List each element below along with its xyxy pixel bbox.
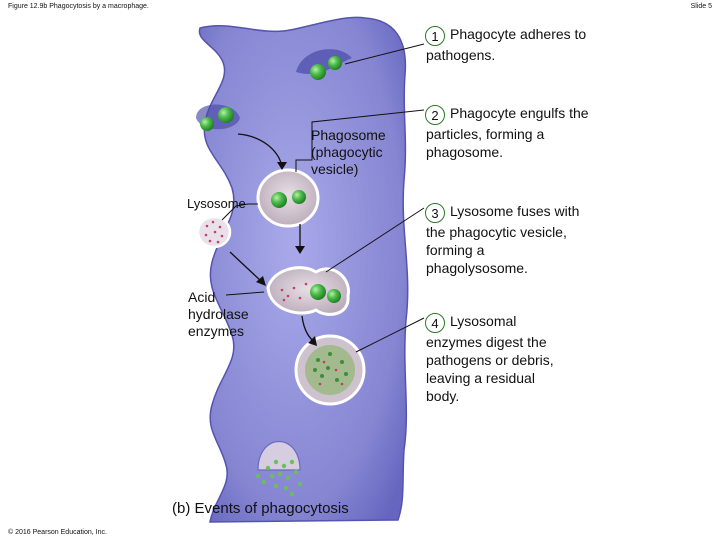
exocytosis-pocket [257, 441, 301, 471]
step-1-badge: 1 [425, 26, 445, 46]
residual-debris [255, 459, 303, 497]
pathogen [218, 107, 234, 123]
figure-title: Figure 12.9b Phagocytosis by a macrophag… [8, 3, 149, 10]
pathogen [200, 117, 214, 131]
step-2-text: Phagocyte engulfs the particles, forming… [426, 105, 589, 160]
lysosome-label: Lysosome [187, 196, 246, 211]
arrowheads [256, 162, 317, 346]
step-3-badge: 3 [425, 203, 445, 223]
pathogen [292, 190, 306, 204]
adhesion-cup [296, 49, 352, 75]
pathogen [310, 284, 326, 300]
step-4-badge: 4 [425, 313, 445, 333]
step-3-text: Lysosome fuses with the phagocytic vesic… [426, 203, 580, 276]
phagosome-label: Phagosome (phagocytic vesicle) [311, 127, 386, 177]
copyright-notice: © 2016 Pearson Education, Inc. [8, 529, 107, 536]
pathogen [328, 56, 342, 70]
lysosome-enzymes [204, 220, 224, 244]
figure-caption: (b) Events of phagocytosis [172, 500, 349, 517]
acid-hydrolase-label: Acid hydrolase enzymes [188, 289, 249, 339]
leader-lines [295, 43, 425, 353]
pathogen [327, 289, 341, 303]
slide-number: Slide 5 [690, 3, 712, 10]
phagolysosome-enzymes [280, 282, 308, 302]
phagolysosome [266, 266, 350, 316]
pathogen [310, 64, 326, 80]
step-4-text: Lysosomal enzymes digest the pathogens o… [426, 313, 554, 404]
step-2-badge: 2 [425, 105, 445, 125]
digested-debris [313, 352, 348, 382]
label-leaders [221, 203, 265, 296]
phagosome [256, 168, 320, 228]
digesting-vesicle-inner [305, 345, 355, 395]
step-1-text: Phagocyte adheres to pathogens. [426, 26, 587, 63]
pathogen [271, 192, 287, 208]
digesting-enzymes [318, 360, 344, 386]
